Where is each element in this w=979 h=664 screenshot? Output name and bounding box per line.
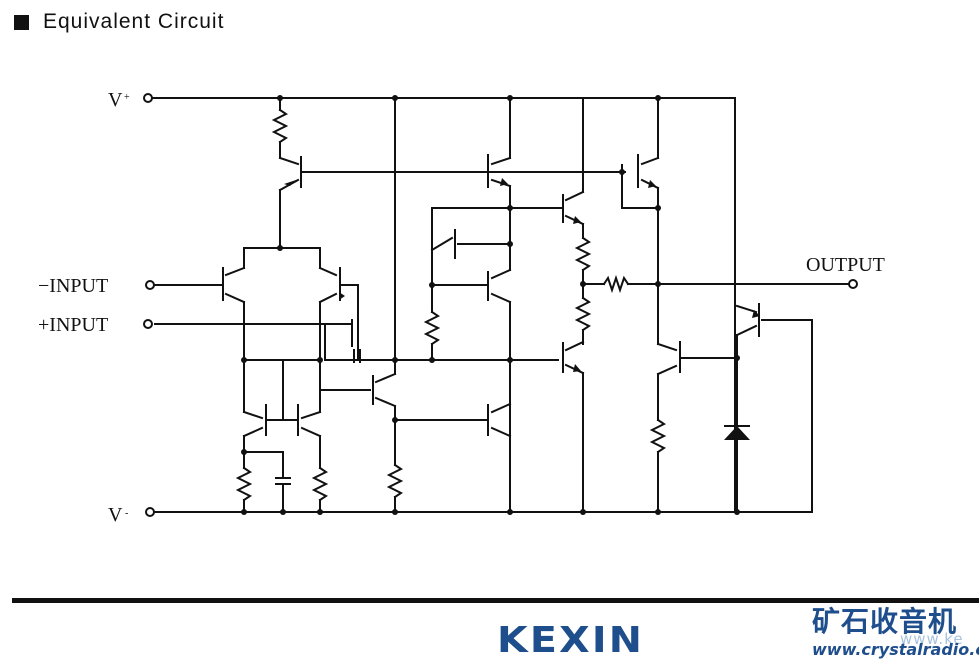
noninv-input-terminal-icon	[143, 319, 153, 329]
resistor	[602, 274, 630, 294]
diode-icon	[724, 426, 750, 440]
vplus-sup: +	[124, 92, 130, 103]
resistor	[423, 310, 441, 346]
resistor	[271, 108, 289, 144]
footer-divider	[12, 598, 979, 603]
vplus-terminal-icon	[143, 93, 153, 103]
resistor	[235, 466, 253, 502]
junction-dots	[241, 95, 740, 515]
vminus-label: V	[108, 504, 123, 526]
vplus-label: V	[108, 89, 123, 111]
resistor	[574, 296, 592, 332]
section-title-text: Equivalent Circuit	[43, 10, 225, 33]
noninv-input-label: +INPUT	[38, 314, 108, 336]
resistor	[386, 463, 404, 499]
resistor	[574, 236, 592, 272]
watermark-faint: www.ke	[900, 630, 964, 648]
vminus-sup: -	[125, 508, 128, 519]
resistor	[311, 466, 329, 502]
equivalent-circuit-schematic: V + V - −INPUT +INPUT OUTPUT	[38, 89, 885, 526]
watermark-cn: 矿石收音机	[812, 605, 958, 638]
watermark-url: www.crystalradio.cn	[812, 640, 979, 659]
resistor	[649, 418, 667, 454]
square-bullet-icon	[14, 14, 29, 30]
output-terminal-icon	[848, 279, 858, 289]
vminus-terminal-icon	[145, 507, 155, 517]
kexin-logo: KEXIN	[497, 620, 645, 661]
inv-input-label: −INPUT	[38, 275, 108, 297]
section-title: Equivalent Circuit	[14, 10, 224, 34]
inv-input-terminal-icon	[145, 280, 155, 290]
output-label: OUTPUT	[806, 254, 885, 276]
